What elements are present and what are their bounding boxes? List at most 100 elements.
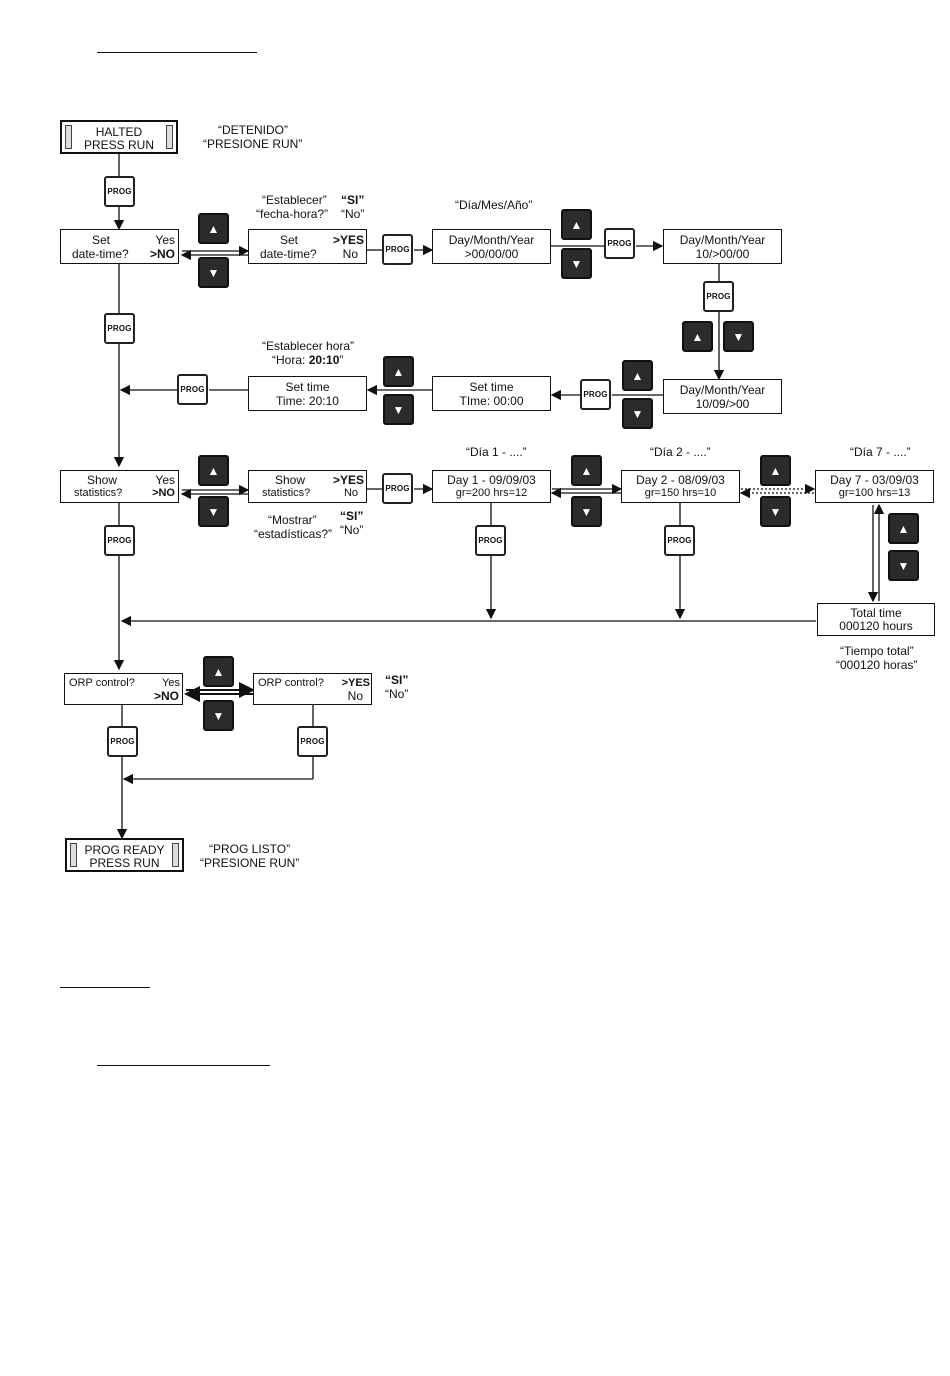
up-key[interactable]: ▲ — [561, 209, 592, 240]
up-key[interactable]: ▲ — [682, 321, 713, 352]
box-line1: Day 2 - 08/09/03 — [636, 473, 725, 487]
ann-presione-run: “PRESIONE RUN” — [200, 856, 300, 870]
up-key[interactable]: ▲ — [203, 656, 234, 687]
box-option-no: >NO — [153, 689, 179, 703]
header-underline-1 — [97, 52, 257, 53]
prog-key[interactable]: PROG — [107, 726, 138, 757]
ann-no: “No” — [340, 523, 364, 537]
down-key[interactable]: ▼ — [561, 248, 592, 279]
show-statistics-yes-box: Show >YES statistics? No — [248, 470, 367, 503]
prog-key[interactable]: PROG — [703, 281, 734, 312]
down-key[interactable]: ▼ — [203, 700, 234, 731]
prog-key[interactable]: PROG — [104, 525, 135, 556]
header-underline-2 — [60, 987, 150, 988]
box-line1: Day 1 - 09/09/03 — [447, 473, 536, 487]
set-datetime-yes-box: Set >YES date-time? No — [248, 229, 367, 264]
box-line1: Day 7 - 03/09/03 — [830, 473, 919, 487]
box-line2: gr=150 hrs=10 — [644, 487, 717, 499]
ann-prog-listo: “PROG LISTO” — [209, 842, 291, 856]
down-key[interactable]: ▼ — [383, 394, 414, 425]
box-line2: date-time? — [260, 247, 317, 261]
box-option-yes: Yes — [155, 233, 175, 247]
box-line2: 10/>00/00 — [695, 247, 750, 261]
date-entry-year-box: Day/Month/Year 10/09/>00 — [663, 379, 782, 414]
box-line2: 000120 hours — [839, 619, 913, 633]
box-line1: Show — [87, 473, 118, 487]
prog-key[interactable]: PROG — [664, 525, 695, 556]
orp-control-no-box: ORP control? Yes >NO — [64, 673, 183, 705]
box-line1: ORP control? — [69, 677, 135, 689]
box-line2: statistics? — [74, 487, 123, 499]
box-line1: Set — [92, 233, 111, 247]
ann-hora: “Hora: 20:10” — [272, 353, 344, 367]
box-option-yes: >YES — [332, 233, 364, 247]
box-option-yes: >YES — [332, 473, 364, 487]
ready-line2: PRESS RUN — [89, 856, 160, 870]
prog-key[interactable]: PROG — [382, 234, 413, 265]
down-key[interactable]: ▼ — [888, 550, 919, 581]
ann-dia-7: “Día 7 - ....” — [850, 445, 911, 459]
prog-key[interactable]: PROG — [104, 313, 135, 344]
up-key[interactable]: ▲ — [383, 356, 414, 387]
box-line2: Time: 20:10 — [276, 394, 339, 408]
prog-key[interactable]: PROG — [382, 473, 413, 504]
ann-estadisticas: “estadísticas?” — [254, 527, 333, 541]
up-key[interactable]: ▲ — [198, 213, 229, 244]
ann-si: “SI” — [340, 509, 364, 523]
box-line2: gr=200 hrs=12 — [455, 487, 528, 499]
set-time-hours-box: Set time TIme: 00:00 — [432, 376, 551, 411]
ann-establecer-hora: “Establecer hora” — [262, 339, 355, 353]
prog-key[interactable]: PROG — [104, 176, 135, 207]
down-key[interactable]: ▼ — [622, 398, 653, 429]
header-underline-3 — [97, 1065, 270, 1066]
box-option-no: No — [343, 487, 358, 499]
up-key[interactable]: ▲ — [571, 455, 602, 486]
prog-key[interactable]: PROG — [580, 379, 611, 410]
box-line1: Day/Month/Year — [448, 233, 535, 247]
lcd-edge-left — [65, 125, 72, 149]
ann-no: “No” — [341, 207, 365, 221]
date-entry-month-box: Day/Month/Year 10/>00/00 — [663, 229, 782, 264]
down-key[interactable]: ▼ — [198, 496, 229, 527]
up-key[interactable]: ▲ — [888, 513, 919, 544]
box-option-yes: Yes — [162, 677, 180, 689]
box-line2: statistics? — [262, 487, 311, 499]
ann-dia-1: “Día 1 - ....” — [466, 445, 527, 459]
box-option-yes: >YES — [341, 677, 370, 689]
up-key[interactable]: ▲ — [622, 360, 653, 391]
prog-key[interactable]: PROG — [297, 726, 328, 757]
ann-no: “No” — [385, 687, 409, 701]
lcd-edge-right — [166, 125, 173, 149]
halted-display: HALTED PRESS RUN — [60, 120, 178, 154]
box-line1: Total time — [850, 606, 902, 620]
up-key[interactable]: ▲ — [760, 455, 791, 486]
box-option-no: No — [347, 689, 363, 703]
halted-line1: HALTED — [95, 125, 143, 139]
box-line2: gr=100 hrs=13 — [838, 487, 911, 499]
total-time-box: Total time 000120 hours — [817, 603, 935, 636]
down-key[interactable]: ▼ — [198, 257, 229, 288]
halted-line2: PRESS RUN — [83, 138, 154, 152]
set-datetime-no-box: Set Yes date-time? >NO — [60, 229, 179, 264]
box-option-no: >NO — [149, 247, 175, 261]
prog-key[interactable]: PROG — [604, 228, 635, 259]
up-key[interactable]: ▲ — [198, 455, 229, 486]
box-line2: date-time? — [72, 247, 129, 261]
box-line1: Set — [280, 233, 299, 247]
prog-key[interactable]: PROG — [177, 374, 208, 405]
ann-detenido: “DETENIDO” — [218, 123, 288, 137]
ann-mostrar: “Mostrar” — [268, 513, 317, 527]
box-line1: Set time — [285, 380, 330, 394]
box-line2: TIme: 00:00 — [459, 394, 524, 408]
down-key[interactable]: ▼ — [760, 496, 791, 527]
box-option-no: No — [342, 247, 358, 261]
box-line1: Set time — [469, 380, 514, 394]
down-key[interactable]: ▼ — [571, 496, 602, 527]
ann-horas: “000120 horas” — [836, 658, 918, 672]
prog-key[interactable]: PROG — [475, 525, 506, 556]
box-option-yes: Yes — [155, 473, 175, 487]
date-entry-day-box: Day/Month/Year >00/00/00 — [432, 229, 551, 264]
down-key[interactable]: ▼ — [723, 321, 754, 352]
lcd-edge-left — [70, 843, 77, 867]
